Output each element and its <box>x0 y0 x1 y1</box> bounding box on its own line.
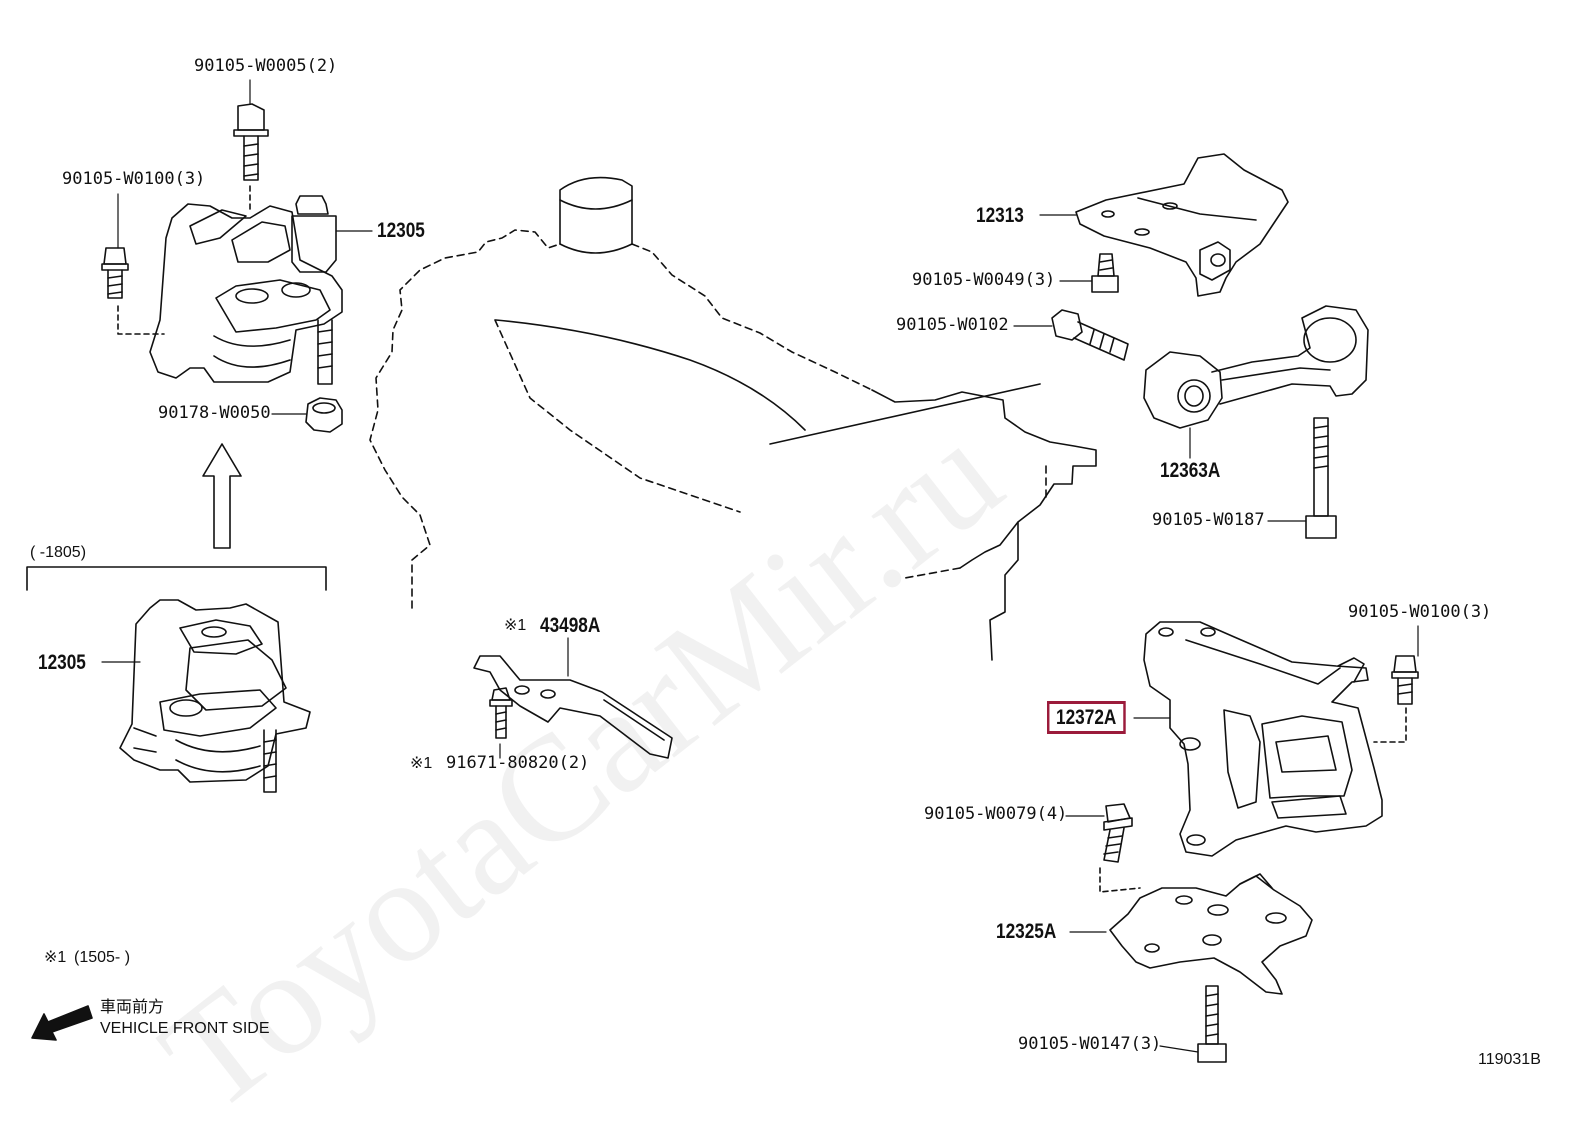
callout-91671-80820[interactable]: 91671-80820(2) <box>446 753 590 773</box>
vehicle-front-label-jp: 車両前方 <box>100 999 165 1016</box>
callout-90105-w0049[interactable]: 90105-W0049(3) <box>912 270 1056 290</box>
callout-90105-w0079[interactable]: 90105-W0079(4) <box>924 804 1068 824</box>
vehicle-front-arrow-icon <box>31 1005 93 1041</box>
bolt-90105-w0005[interactable] <box>233 103 269 181</box>
callout-12372a-selected[interactable]: 12372A <box>1047 701 1126 734</box>
bolt-90105-w0102[interactable] <box>1051 309 1129 361</box>
bolt-90105-w0049[interactable] <box>1091 253 1119 293</box>
callout-90105-w0100-left[interactable]: 90105-W0100(3) <box>62 169 206 189</box>
transmission-mount-12372a[interactable] <box>1143 621 1407 857</box>
callout-90105-w0147[interactable]: 90105-W0147(3) <box>1018 1034 1162 1054</box>
bolt-90105-w0100-left[interactable] <box>101 247 129 299</box>
callout-90105-w0100-right[interactable]: 90105-W0100(3) <box>1348 602 1492 622</box>
parts-diagram: ToyotaCarMir.ru <box>26 56 1541 1143</box>
callout-90105-w0102[interactable]: 90105-W0102 <box>896 315 1009 335</box>
bolt-90105-w0187[interactable] <box>1305 417 1337 539</box>
bracket-43498a[interactable] <box>473 655 673 759</box>
bolt-90105-w0147[interactable] <box>1197 985 1227 1063</box>
torque-rod-12363a[interactable] <box>1143 305 1369 429</box>
note-marker-91671: ※1 <box>410 755 433 772</box>
range-bracket <box>26 566 327 591</box>
callout-12313[interactable]: 12313 <box>976 204 1024 227</box>
nut-90178-w0050[interactable] <box>305 397 343 433</box>
bolt-91671-80820[interactable] <box>489 687 513 739</box>
bracket-12313[interactable] <box>1075 153 1289 297</box>
note1-marker: ※1 <box>44 949 67 966</box>
vehicle-front-label-en: VEHICLE FRONT SIDE <box>100 1020 270 1037</box>
range-note-upper: ( -1805) <box>30 544 87 561</box>
callout-12363a[interactable]: 12363A <box>1160 459 1221 482</box>
diagram-id: 119031B <box>1478 1051 1541 1068</box>
bolt-90105-w0079[interactable] <box>1099 803 1141 893</box>
note-marker-43498a: ※1 <box>504 617 527 634</box>
callout-90105-w0005[interactable]: 90105-W0005(2) <box>194 56 338 76</box>
callout-12325a[interactable]: 12325A <box>996 920 1057 943</box>
engine-mount-upper[interactable] <box>117 185 343 385</box>
callout-90105-w0187[interactable]: 90105-W0187 <box>1152 510 1265 530</box>
callout-12305-upper[interactable]: 12305 <box>377 219 425 242</box>
callout-12305-lower[interactable]: 12305 <box>38 651 86 674</box>
leader-lines <box>101 79 1419 1053</box>
note1-range: (1505- ) <box>74 949 131 966</box>
callout-90178-w0050[interactable]: 90178-W0050 <box>158 403 271 423</box>
bolt-90105-w0100-right[interactable] <box>1391 655 1419 705</box>
engine-mount-lower[interactable] <box>119 599 311 793</box>
callout-43498a[interactable]: 43498A <box>540 614 601 637</box>
engine-outline <box>369 176 1097 661</box>
arrow-up-icon <box>202 443 242 549</box>
bracket-12325a[interactable] <box>1109 873 1313 995</box>
